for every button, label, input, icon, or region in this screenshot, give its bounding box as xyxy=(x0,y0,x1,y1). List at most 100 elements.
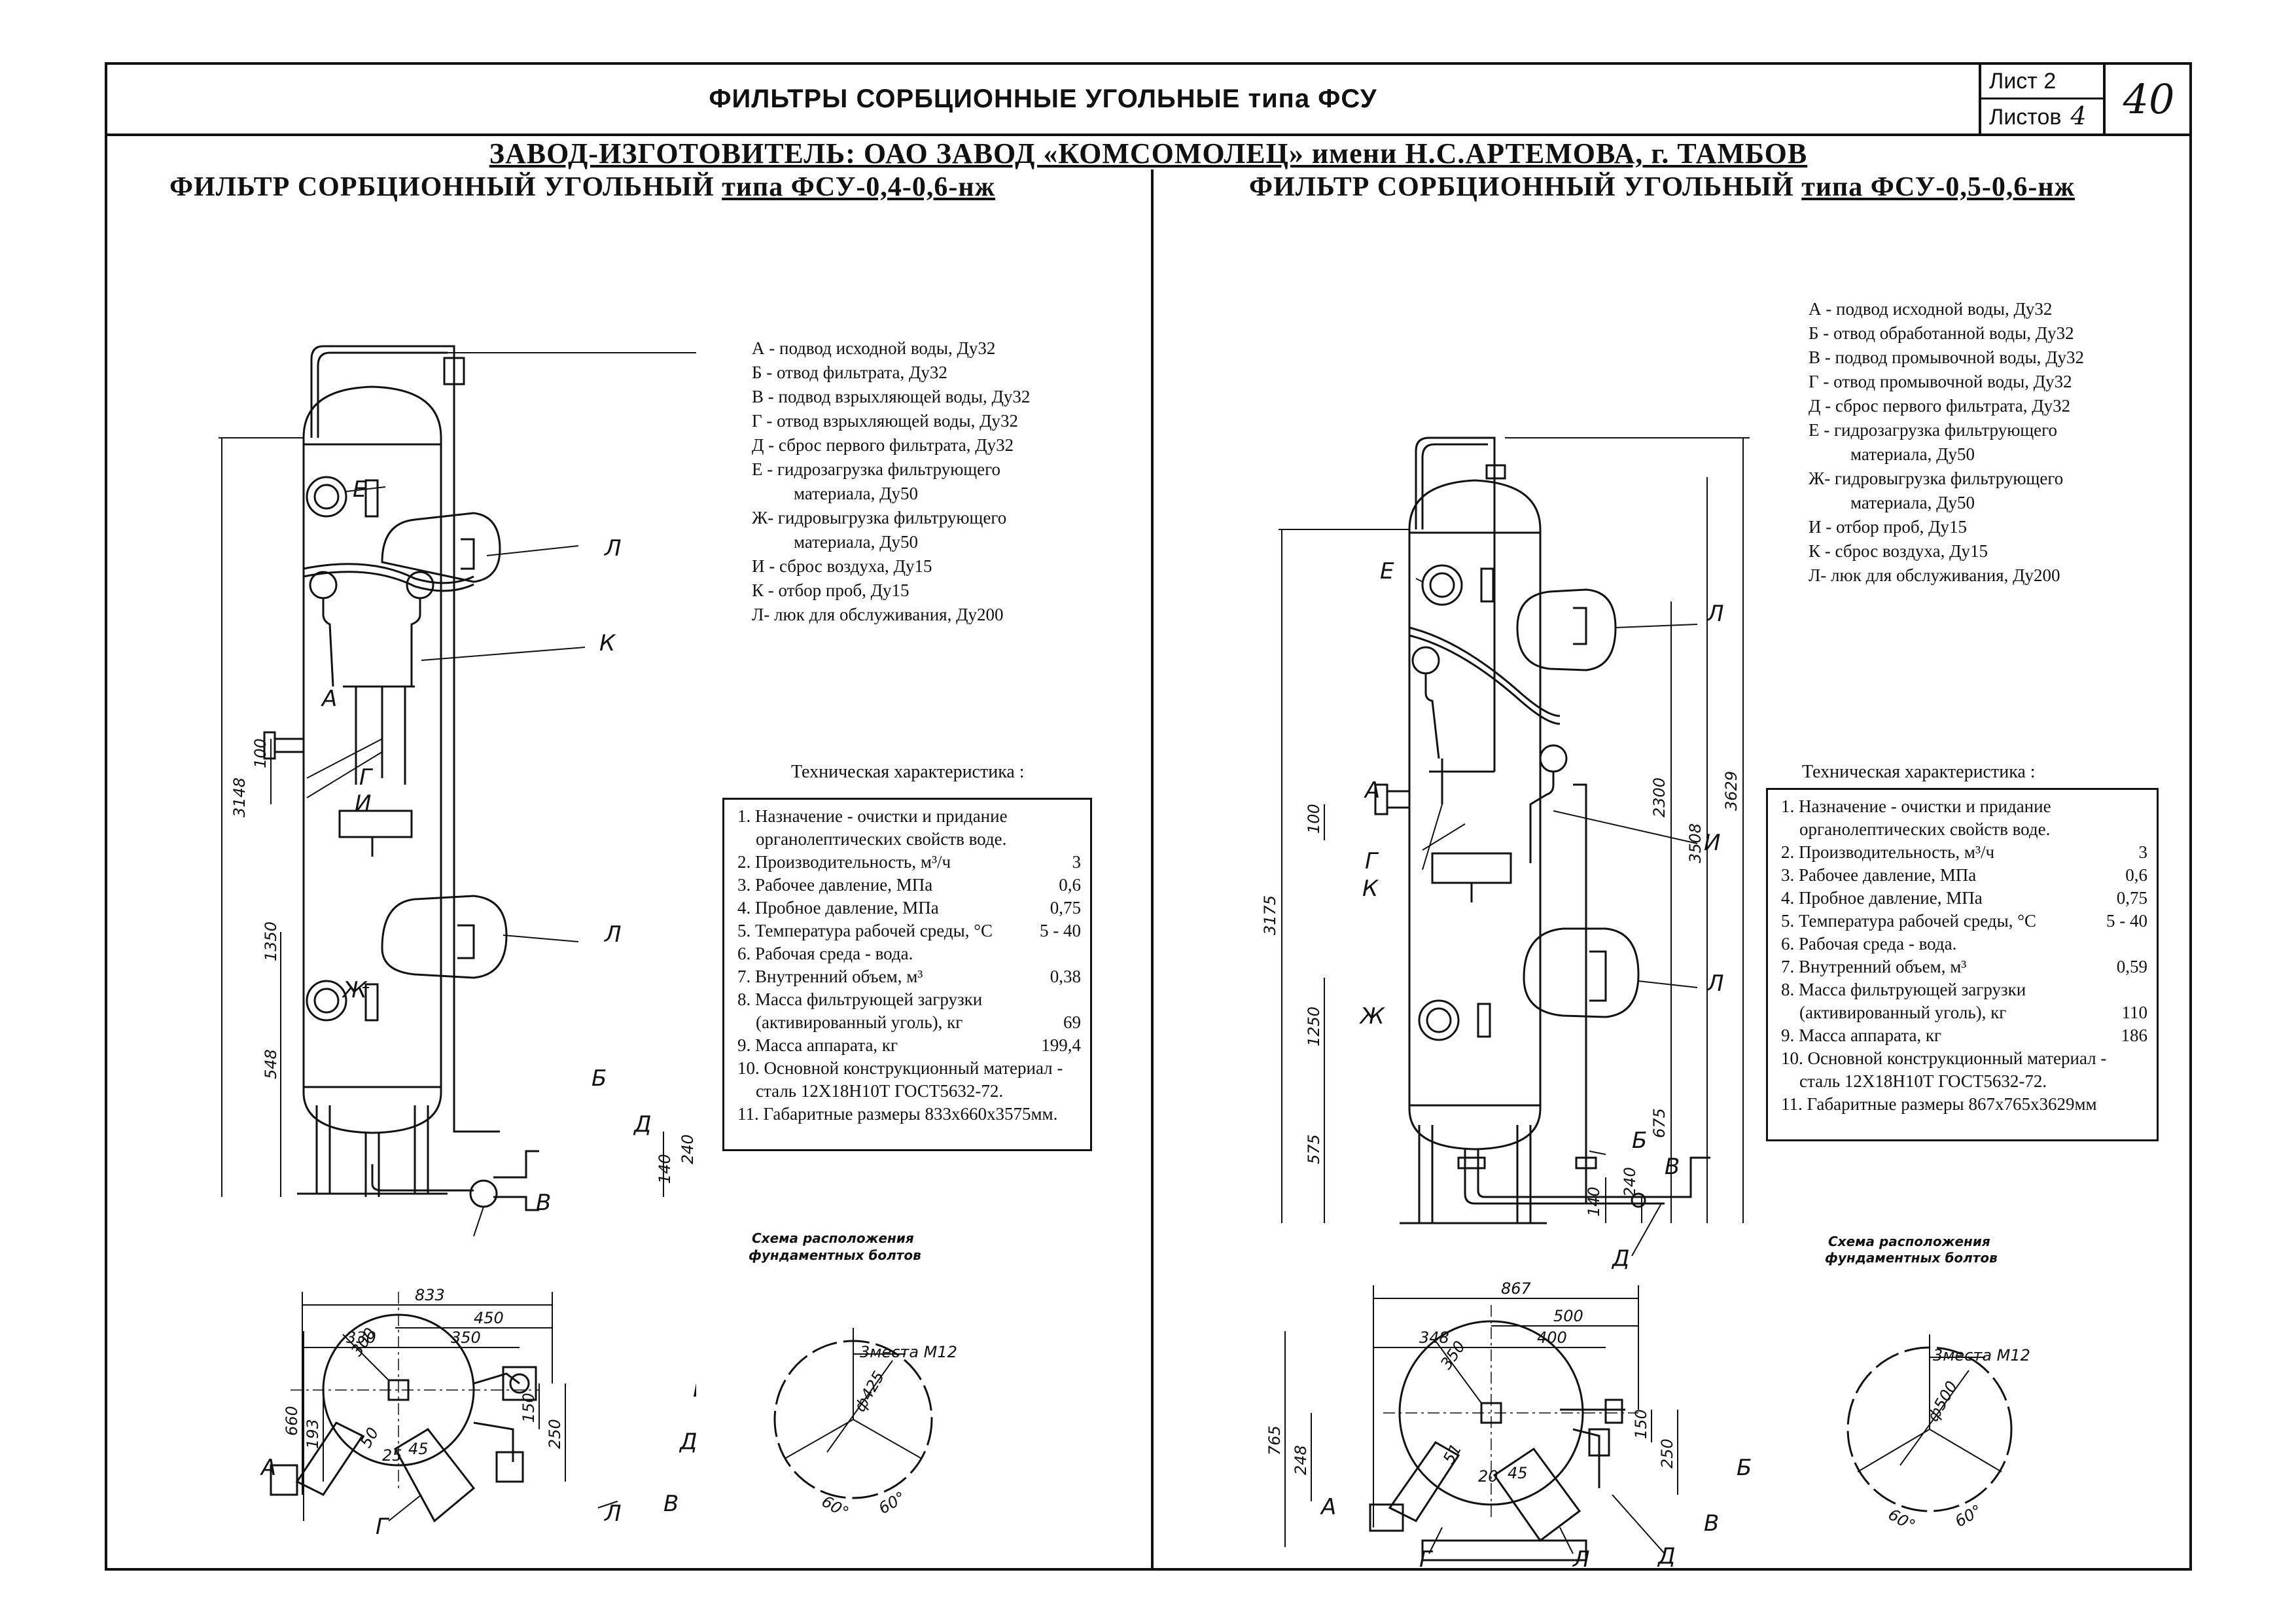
label-i: И xyxy=(355,791,371,817)
pipe-plan xyxy=(1572,1428,1600,1488)
manway-lower xyxy=(381,895,508,979)
left-spec-table: 1. Назначение - очистки и придание орган… xyxy=(722,798,1092,1151)
right-spec-caption: Техническая характеристика : xyxy=(1802,762,2036,782)
dim-833: 833 xyxy=(415,1286,445,1304)
spec-text: 1. Назначение - очистки и придание xyxy=(737,806,1008,826)
spec-value: 186 xyxy=(2121,1026,2148,1045)
top-pipe xyxy=(317,351,448,438)
gauge-icon xyxy=(1411,646,1440,675)
dim-3508: 3508 xyxy=(1686,823,1704,863)
vessel-shell xyxy=(1408,479,1542,1150)
spec-row: 1. Назначение - очистки и придание xyxy=(1781,795,2147,818)
dim-3175: 3175 xyxy=(1261,895,1279,935)
spec-row: 10. Основной конструкционный материал - xyxy=(737,1057,1081,1080)
manway-handle xyxy=(461,538,475,570)
label-l-upper: Л xyxy=(603,535,622,562)
spec-row: органолептических свойств воде. xyxy=(737,828,1081,851)
nameplate xyxy=(338,810,413,838)
dim-45: 45 xyxy=(1508,1464,1528,1482)
axis-line xyxy=(1929,1429,2002,1472)
manway-plan xyxy=(295,1421,364,1496)
outlet-pipe xyxy=(1573,783,1587,1204)
legend-item: Б - отвод обработанной воды, Ду32 xyxy=(1809,323,2074,343)
label-d: Д xyxy=(1611,1245,1630,1269)
spec-row: 8. Масса фильтрующей загрузки xyxy=(737,988,1081,1011)
sight-glass xyxy=(1477,1003,1491,1038)
outlet-d xyxy=(493,1196,539,1211)
bottom-pipe xyxy=(364,1133,380,1197)
dim-193: 193 xyxy=(304,1419,322,1449)
spec-value: 69 xyxy=(1063,1012,1081,1032)
top-pipe xyxy=(1421,443,1488,529)
plan-label-d: Д xyxy=(679,1429,696,1455)
label-l-lower: Л xyxy=(1706,971,1724,997)
spec-text: 6. Рабочая среда - вода. xyxy=(1781,934,1957,954)
plan-label-a: А xyxy=(260,1455,276,1481)
outlet-pipe xyxy=(453,726,500,1133)
nozzle-a xyxy=(1386,790,1409,809)
dim-330: 330 xyxy=(346,1329,376,1347)
spec-value: 0,75 xyxy=(1050,898,1081,918)
left-bolt-scheme: Схема расположения фундаментных болтов 3… xyxy=(696,1217,1023,1544)
spec-text: 10. Основной конструкционный материал - xyxy=(737,1058,1063,1078)
dim-45: 45 xyxy=(408,1440,429,1458)
spec-value: 3 xyxy=(1072,852,1082,872)
nozzle-plan xyxy=(1369,1503,1404,1532)
legend-item: Л- люк для обслуживания, Ду200 xyxy=(752,605,1004,624)
spec-row: 11. Габаритные размеры 833х660х3575мм. xyxy=(737,1103,1081,1126)
label-k: К xyxy=(599,630,616,656)
plan-label-g: Г xyxy=(1419,1546,1434,1567)
outlet-v xyxy=(1665,1156,1710,1198)
flange-a xyxy=(263,731,276,760)
left-legend: А - подвод исходной воды, Ду32 Б - отвод… xyxy=(752,336,1030,627)
bottom-pipe xyxy=(1464,1149,1665,1205)
spec-text: 9. Масса аппарата, кг xyxy=(737,1035,898,1055)
break-line xyxy=(1409,634,1561,725)
sheets-label: Листов xyxy=(1989,105,2062,130)
break-line xyxy=(303,571,474,592)
bolts-holes: 3места М12 xyxy=(860,1343,957,1361)
dimension-lines xyxy=(1284,1285,1678,1547)
spec-value: 5 - 40 xyxy=(2106,911,2147,931)
plan-label-l: Л xyxy=(603,1501,622,1527)
plan-label-b: Б xyxy=(693,1376,696,1402)
spec-text: 10. Основной конструкционный материал - xyxy=(1781,1048,2107,1068)
top-pipe xyxy=(1415,437,1496,529)
dim-675: 675 xyxy=(1650,1108,1669,1138)
label-a: А xyxy=(321,686,337,712)
spec-row: 8. Масса фильтрующей загрузки xyxy=(1781,978,2147,1001)
axis-line xyxy=(1857,1429,1930,1472)
plan-label-a: А xyxy=(1320,1494,1336,1520)
spec-value: 5 - 40 xyxy=(1040,921,1081,940)
dim-348: 348 xyxy=(1419,1329,1449,1347)
spec-text: (активированный уголь), кг xyxy=(1799,1003,2007,1022)
legend-item: В - подвод промывочной воды, Ду32 xyxy=(1809,348,2085,367)
spec-value: 3 xyxy=(2138,842,2148,862)
leader-lines xyxy=(1428,1494,1665,1554)
diameter-line xyxy=(826,1360,893,1453)
spec-text: 5. Температура рабочей среды, °С xyxy=(1781,911,2037,931)
sight-glass xyxy=(364,479,379,518)
dim-548: 548 xyxy=(262,1049,280,1079)
gauge-pipe xyxy=(410,598,421,687)
nozzle-zh-inner xyxy=(1426,1007,1452,1033)
spec-text: 7. Внутренний объем, м³ xyxy=(737,967,923,986)
left-filter-title: ФИЛЬТР СОРБЦИОННЫЙ УГОЛЬНЫЙ типа ФСУ-0,4… xyxy=(169,171,995,203)
axis-line xyxy=(853,1419,923,1459)
flange xyxy=(1485,464,1506,480)
section-divider xyxy=(1151,169,1154,1570)
dim-660: 660 xyxy=(283,1406,301,1436)
nozzle-e xyxy=(306,476,347,518)
legend-item: Г - отвод взрыхляющей воды, Ду32 xyxy=(752,411,1018,431)
spec-row: сталь 12Х18Н10Т ГОСТ5632-72. xyxy=(1781,1070,2147,1093)
flange xyxy=(443,357,465,385)
page-number: 40 xyxy=(2103,65,2192,134)
spec-row: 6. Рабочая среда - вода. xyxy=(1781,933,2147,955)
